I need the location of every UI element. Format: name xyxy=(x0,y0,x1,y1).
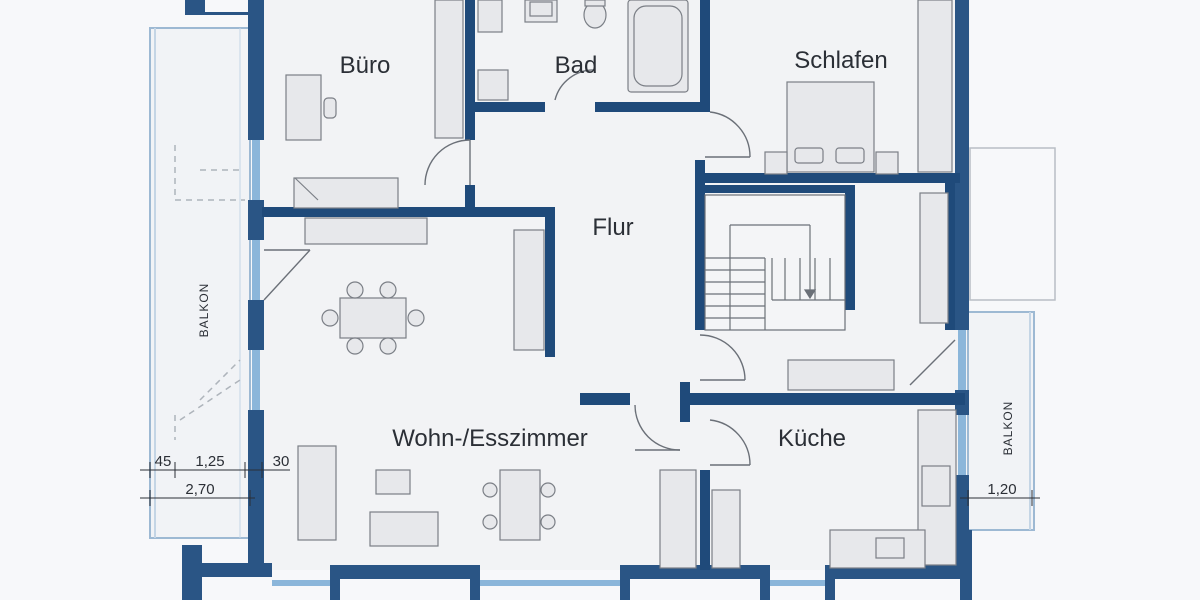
left-balcony xyxy=(149,27,251,539)
buero-sideboard xyxy=(293,177,399,209)
room-label-kueche: Küche xyxy=(778,425,846,452)
flur-sideboard xyxy=(787,359,895,391)
dim-120: 1,20 xyxy=(987,481,1016,498)
armchair xyxy=(369,511,439,547)
office-chair xyxy=(323,97,337,119)
desk xyxy=(285,74,322,141)
dining-table xyxy=(339,297,407,339)
room-label-schlafen: Schlafen xyxy=(794,47,887,74)
room-label-flur: Flur xyxy=(592,214,633,241)
buero-cabinet xyxy=(434,0,464,139)
outer-walls xyxy=(182,0,972,600)
furniture xyxy=(285,0,957,569)
flur-wardrobe xyxy=(919,192,949,324)
balcony-right-label: BALKON xyxy=(1001,401,1015,456)
room-label-bad: Bad xyxy=(555,52,598,79)
sofa xyxy=(297,445,337,541)
wohn-sideboard xyxy=(304,217,428,245)
dim-125: 1,25 xyxy=(195,453,224,470)
staircase xyxy=(704,194,846,331)
right-balcony xyxy=(967,147,1056,531)
dim-45: 45 xyxy=(155,453,172,470)
kitchen-sink xyxy=(875,537,905,559)
balcony-left-label: BALKON xyxy=(197,283,211,338)
nightstand-right xyxy=(875,151,899,175)
room-label-buero: Büro xyxy=(340,52,391,79)
wohn-cabinet xyxy=(513,229,545,351)
coffee-table xyxy=(375,469,411,495)
windows xyxy=(252,140,966,586)
small-table xyxy=(499,469,541,541)
shower xyxy=(477,0,503,33)
bad-cabinet xyxy=(477,69,509,101)
dim-30: 30 xyxy=(273,453,290,470)
dimension-lines xyxy=(140,462,1040,506)
doors xyxy=(263,69,956,466)
interior-walls xyxy=(262,0,965,570)
wohn-shelf xyxy=(659,469,697,569)
room-label-wohn: Wohn-/Esszimmer xyxy=(392,425,588,452)
wardrobe xyxy=(917,0,953,173)
nightstand-left xyxy=(764,151,788,175)
dim-270: 2,70 xyxy=(185,481,214,498)
fridge xyxy=(711,489,741,569)
stove xyxy=(921,465,951,507)
